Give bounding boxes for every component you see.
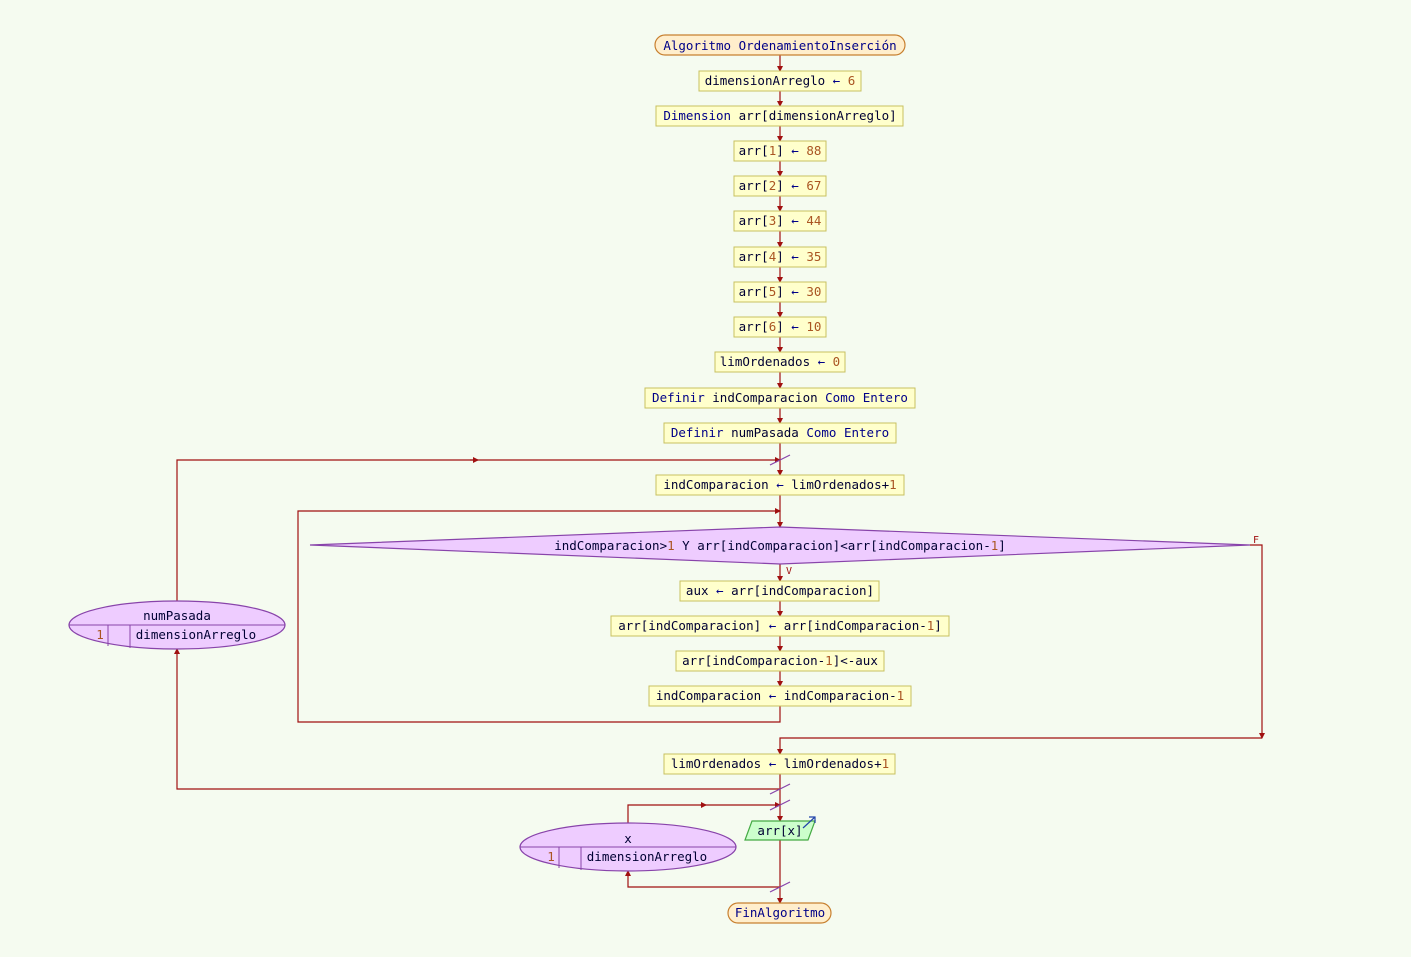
- process-label: limOrdenados ← 0: [720, 354, 840, 369]
- process-label: arr[3] ← 44: [739, 213, 822, 228]
- flow-connector: [627, 802, 781, 823]
- process-label: Definir indComparacion Como Entero: [652, 390, 908, 405]
- start-label: Algoritmo OrdenamientoInserción: [663, 38, 896, 53]
- process-arr4: arr[4] ← 35: [733, 246, 827, 268]
- loop-tick-mark: [769, 783, 791, 795]
- process-arr5: arr[5] ← 30: [733, 281, 827, 303]
- loop-tick-mark: [769, 881, 791, 893]
- process-dimensionArreglo: dimensionArreglo ← 6: [698, 70, 862, 92]
- loop-start: 1: [547, 849, 555, 864]
- process-label: dimensionArreglo ← 6: [705, 73, 856, 88]
- process-arr2: arr[2] ← 67: [733, 175, 827, 197]
- process-swap-2: arr[indComparacion-1]<-aux: [675, 650, 885, 672]
- flow-connector: [297, 508, 781, 723]
- process-label: Definir numPasada Como Entero: [671, 425, 889, 440]
- process-limOrdenados-init: limOrdenados ← 0: [714, 351, 846, 373]
- process-label: indComparacion ← indComparacion-1: [656, 688, 904, 703]
- loop-start: 1: [96, 627, 104, 642]
- process-dimension-arr: Dimension arr[dimensionArreglo]: [655, 105, 904, 127]
- process-label: arr[indComparacion-1]<-aux: [682, 653, 878, 668]
- flow-connector: [176, 457, 781, 601]
- process-indComparacion-init: indComparacion ← limOrdenados+1: [655, 474, 905, 496]
- process-arr3: arr[3] ← 44: [733, 210, 827, 232]
- process-label: arr[2] ← 67: [739, 178, 822, 193]
- process-label: Dimension arr[dimensionArreglo]: [663, 108, 896, 123]
- flow-connector: [625, 870, 780, 888]
- start-terminal: Algoritmo OrdenamientoInserción: [654, 34, 906, 56]
- process-label: arr[6] ← 10: [739, 319, 822, 334]
- process-arr6: arr[6] ← 10: [733, 316, 827, 338]
- flow-lines: [174, 55, 1265, 904]
- process-label: arr[5] ← 30: [739, 284, 822, 299]
- for-loop-numPasada: numPasada 1 dimensionArreglo: [68, 600, 286, 650]
- process-label: indComparacion ← limOrdenados+1: [663, 477, 896, 492]
- loop-tick-mark: [769, 454, 791, 466]
- flow-connector: [1250, 544, 1265, 739]
- loop-variable: numPasada: [143, 608, 211, 623]
- process-arr1: arr[1] ← 88: [733, 140, 827, 162]
- process-label: arr[indComparacion] ← arr[indComparacion…: [618, 618, 942, 633]
- process-decrement: indComparacion ← indComparacion-1: [648, 685, 912, 707]
- false-branch-label: F: [1253, 535, 1259, 546]
- decision-label: indComparacion>1 Y arr[indComparacion]<a…: [554, 538, 1006, 553]
- process-label: arr[4] ← 35: [739, 249, 822, 264]
- for-loop-x: x 1 dimensionArreglo: [519, 822, 737, 872]
- output-arrow-icon: [809, 816, 816, 823]
- process-label: limOrdenados ← limOrdenados+1: [671, 756, 889, 771]
- process-label: arr[1] ← 88: [739, 143, 822, 158]
- true-branch-label: V: [786, 566, 792, 577]
- loop-variable: x: [624, 831, 632, 846]
- output-arr-x: arr[x]: [744, 816, 816, 841]
- loop-tick-mark: [769, 799, 791, 811]
- end-label: FinAlgoritmo: [735, 905, 825, 920]
- process-limOrdenados-increment: limOrdenados ← limOrdenados+1: [663, 753, 896, 775]
- process-label: aux ← arr[indComparacion]: [686, 583, 874, 598]
- while-condition-decision: indComparacion>1 Y arr[indComparacion]<a…: [309, 526, 1251, 565]
- output-arrow-icon: [802, 816, 816, 829]
- process-swap-1: arr[indComparacion] ← arr[indComparacion…: [610, 615, 950, 637]
- loop-end: dimensionArreglo: [136, 627, 256, 642]
- flow-connector: [777, 737, 1262, 755]
- process-definir-numPasada: Definir numPasada Como Entero: [663, 422, 897, 444]
- process-aux: aux ← arr[indComparacion]: [679, 580, 880, 602]
- flow-connector: [174, 648, 780, 790]
- output-label: arr[x]: [757, 823, 802, 838]
- loop-end: dimensionArreglo: [587, 849, 707, 864]
- process-definir-indComparacion: Definir indComparacion Como Entero: [644, 387, 916, 409]
- end-terminal: FinAlgoritmo: [727, 902, 832, 924]
